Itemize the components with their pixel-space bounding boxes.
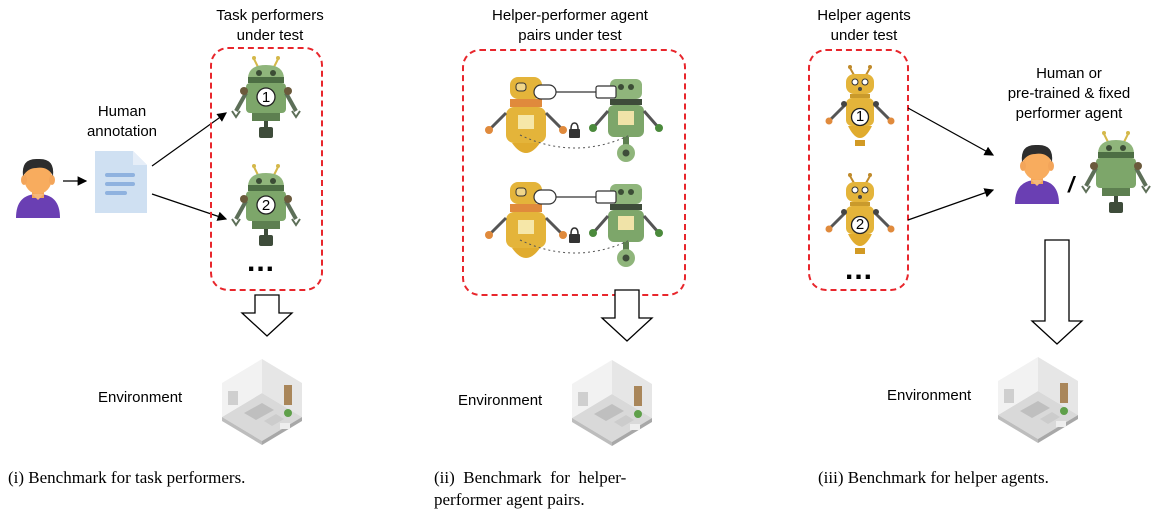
or-separator: / bbox=[1068, 172, 1075, 197]
performer-line2: pre-trained & fixed bbox=[1007, 85, 1131, 102]
robot-number-2: 2 bbox=[261, 197, 271, 214]
green-robot-icon bbox=[1080, 129, 1152, 215]
arrow-helper1-to-performer bbox=[907, 107, 995, 156]
arrow-doc-to-robot1 bbox=[151, 112, 227, 167]
performer-label: Human or pre-trained & fixed performer a… bbox=[985, 64, 1153, 124]
annotation-label: Human annotation bbox=[82, 102, 162, 142]
annotation-line1: Human bbox=[97, 103, 147, 120]
box-title-line2: pairs under test bbox=[518, 27, 622, 44]
helper-performer-pair-1 bbox=[483, 75, 665, 164]
arrow-down-to-environment bbox=[1030, 239, 1084, 345]
green-robot-icon bbox=[230, 54, 302, 140]
robot-number-2: 2 bbox=[855, 216, 865, 233]
annotation-line2: annotation bbox=[86, 123, 158, 140]
environment-label: Environment bbox=[887, 387, 972, 404]
document-icon bbox=[95, 151, 147, 213]
human-icon bbox=[1015, 144, 1059, 204]
box-title-line1: Task performers bbox=[216, 7, 324, 24]
box-title-line2: under test bbox=[830, 27, 898, 44]
box-title: Helper-performer agent pairs under test bbox=[470, 6, 670, 46]
performer-line1: Human or bbox=[1036, 65, 1102, 82]
arrow-doc-to-robot2 bbox=[151, 193, 228, 221]
caption-helper-agents: (iii) Benchmark for helper agents. bbox=[818, 468, 1049, 487]
green-robot-icon bbox=[230, 162, 302, 248]
robot-number-1: 1 bbox=[261, 89, 271, 106]
arrow-down-to-environment bbox=[240, 294, 294, 337]
box-title: Task performers under test bbox=[190, 6, 350, 46]
caption-line1: (ii) Benchmark for helper- bbox=[434, 468, 627, 487]
arrow-helper2-to-performer bbox=[907, 188, 995, 221]
yellow-robot-icon bbox=[824, 171, 896, 256]
helper-performer-pair-2 bbox=[483, 180, 665, 269]
environment-label: Environment bbox=[98, 389, 183, 406]
task-performers-box bbox=[210, 47, 323, 291]
caption-helper-performer-pairs: (ii) Benchmark for helper- performer age… bbox=[434, 467, 734, 511]
environment-label: Environment bbox=[458, 392, 543, 409]
performer-line3: performer agent bbox=[1015, 105, 1123, 122]
more-helpers-ellipsis: ... bbox=[845, 253, 874, 286]
box-title-line1: Helper agents bbox=[817, 7, 911, 24]
more-performers-ellipsis: ... bbox=[247, 245, 276, 278]
robot-number-1: 1 bbox=[855, 108, 865, 125]
yellow-robot-icon bbox=[824, 63, 896, 148]
box-title-line1: Helper-performer agent bbox=[492, 7, 648, 24]
box-title-line2: under test bbox=[236, 27, 304, 44]
environment-room-icon bbox=[998, 357, 1078, 443]
caption-line2: performer agent pairs. bbox=[434, 490, 585, 509]
arrow-down-to-environment bbox=[600, 289, 654, 342]
box-title: Helper agents under test bbox=[794, 6, 934, 46]
caption-task-performers: (i) Benchmark for task performers. bbox=[8, 468, 246, 487]
helper-performer-pairs-box bbox=[462, 49, 686, 296]
helper-agents-box bbox=[808, 49, 909, 291]
